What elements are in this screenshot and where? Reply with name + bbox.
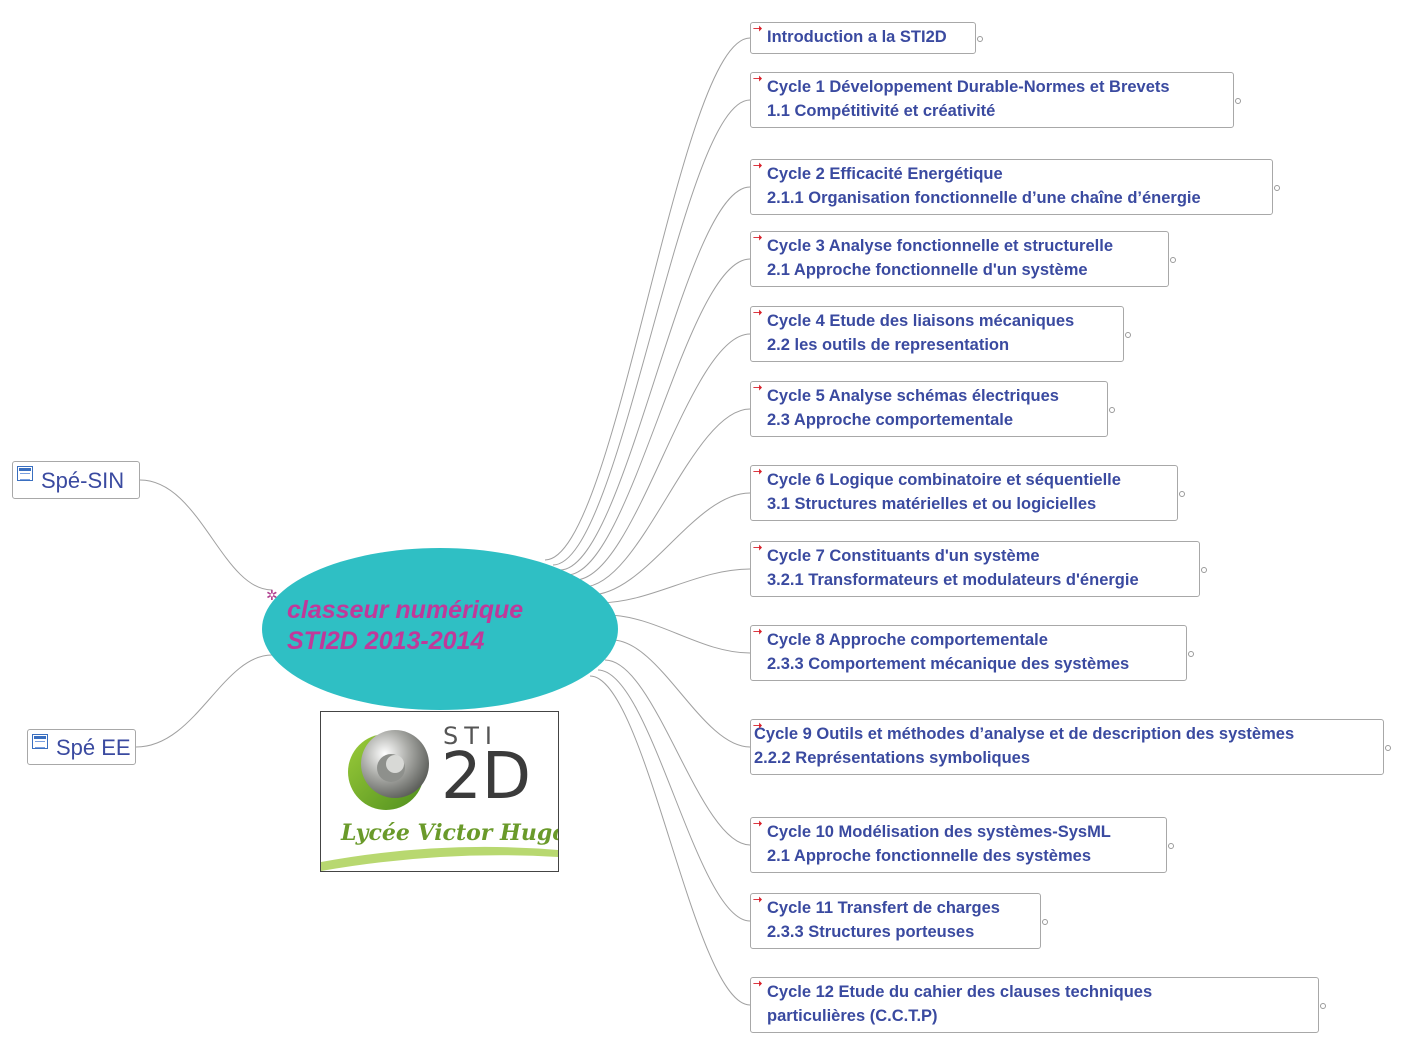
hyperlink-arrow-icon[interactable]: ➝	[753, 542, 763, 554]
topic-label: Spé-SIN	[41, 468, 125, 493]
topic-line: Cycle 2 Efficacité Energétique	[767, 165, 1003, 183]
connector-line	[597, 669, 751, 922]
connector-line	[566, 258, 751, 576]
central-title-line-2: STI2D 2013-2014	[287, 627, 485, 655]
document-icon	[32, 734, 48, 749]
topic-line: 2.2 les outils de representation	[767, 336, 1010, 354]
topic-line: Cycle 8 Approche comportementale	[767, 631, 1048, 649]
topic-line: Cycle 1 Développement Durable-Normes et …	[767, 78, 1170, 96]
topic-line: 2.3.3 Structures porteuses	[767, 923, 975, 941]
connector-line	[544, 37, 751, 561]
topic-node[interactable]: ➝ Cycle 6 Logique combinatoire et séquent…	[750, 465, 1185, 521]
topic-label: Spé EE	[56, 735, 131, 760]
topic-line: 2.1.1 Organisation fonctionnelle d’une c…	[767, 189, 1201, 207]
hyperlink-arrow-icon[interactable]: ➝	[753, 73, 763, 85]
expand-handle-icon[interactable]	[1109, 407, 1115, 413]
expand-handle-icon[interactable]	[1320, 1003, 1326, 1009]
topic-line: 2.1 Approche fonctionnelle des systèmes	[767, 847, 1091, 865]
expand-handle-icon[interactable]	[1385, 745, 1391, 751]
expand-handle-icon[interactable]	[1125, 332, 1131, 338]
logo-school-name: Lycée Victor Hugo	[341, 820, 559, 846]
topic-node[interactable]: ➝ Cycle 4 Etude des liaisons mécaniques 2.…	[750, 306, 1131, 362]
expand-handle-icon[interactable]	[1274, 185, 1280, 191]
topic-line: Cycle 3 Analyse fonctionnelle et structu…	[767, 237, 1114, 255]
logo-graphic	[321, 730, 558, 871]
sti2d-logo: STI 2D Lycée Victor Hugo	[320, 711, 559, 872]
topic-line: Cycle 6 Logique combinatoire et séquenti…	[767, 471, 1121, 489]
expand-handle-icon[interactable]	[1168, 843, 1174, 849]
topic-node[interactable]: ➝ Introduction a la STI2D	[750, 22, 983, 54]
hyperlink-arrow-icon[interactable]: ➝	[753, 894, 763, 906]
topic-node[interactable]: ➝ Cycle 1 Développement Durable-Normes et…	[750, 72, 1241, 128]
connector-line	[574, 333, 751, 581]
topic-node[interactable]: ➝ Cycle 8 Approche comportementale 2.3.3 C…	[750, 625, 1194, 681]
expand-handle-icon[interactable]	[1170, 257, 1176, 263]
topic-line: 3.1 Structures matérielles et ou logicie…	[767, 495, 1097, 513]
central-topic[interactable]	[262, 548, 618, 710]
hyperlink-arrow-icon[interactable]: ➝	[753, 232, 763, 244]
topic-line: Cycle 5 Analyse schémas électriques	[767, 387, 1059, 405]
connector-line	[552, 99, 751, 566]
hyperlink-arrow-icon[interactable]: ➝	[753, 626, 763, 638]
expand-handle-icon[interactable]	[1188, 651, 1194, 657]
topic-node[interactable]: ➝ Cycle 7 Constituants d'un système 3.2.1 …	[750, 541, 1207, 597]
hyperlink-arrow-icon[interactable]: ➝	[753, 307, 763, 319]
topic-node[interactable]: ➝Cycle 9 Outils et méthodes d’analyse et…	[750, 719, 1391, 775]
hyperlink-arrow-icon[interactable]: ➝	[753, 720, 763, 732]
expand-handle-icon[interactable]	[1179, 491, 1185, 497]
logo-sti-text: STI	[443, 722, 498, 750]
topic-node[interactable]: ➝ Cycle 3 Analyse fonctionnelle et struct…	[750, 231, 1176, 287]
expand-handle-icon[interactable]	[1042, 919, 1048, 925]
connector-line	[604, 659, 751, 846]
topic-line: Cycle 9 Outils et méthodes d’analyse et …	[754, 725, 1295, 743]
topic-line: Cycle 10 Modélisation des systèmes-SysML	[767, 823, 1111, 841]
connector-line	[605, 614, 751, 654]
topic-line: Introduction a la STI2D	[767, 28, 947, 46]
hyperlink-arrow-icon[interactable]: ➝	[753, 818, 763, 830]
topic-line: Cycle 11 Transfert de charges	[767, 899, 1000, 917]
topic-node[interactable]: ➝ Cycle 12 Etude du cahier des clauses te…	[750, 977, 1326, 1033]
topic-line: Cycle 7 Constituants d'un système	[767, 547, 1040, 565]
connector-line	[589, 492, 751, 596]
topic-node[interactable]: ➝ Cycle 2 Efficacité Energétique 2.1.1 Org…	[750, 159, 1280, 215]
topic-node[interactable]: ➝ Cycle 5 Analyse schémas électriques 2.3 …	[750, 381, 1115, 437]
topic-spe-sin[interactable]: Spé-SIN	[12, 461, 140, 499]
topic-line: Cycle 4 Etude des liaisons mécaniques	[767, 312, 1075, 330]
connector-line	[589, 675, 751, 1006]
topic-node[interactable]: ➝ Cycle 10 Modélisation des systèmes-SysM…	[750, 817, 1174, 873]
connector-line	[139, 479, 273, 591]
collapse-icon[interactable]: ✲	[266, 587, 278, 603]
connector-line	[135, 654, 273, 748]
hyperlink-arrow-icon[interactable]: ➝	[753, 978, 763, 990]
topic-line: 3.2.1 Transformateurs et modulateurs d'é…	[767, 571, 1139, 589]
topic-line: particulières (C.C.T.P)	[767, 1007, 938, 1025]
expand-handle-icon[interactable]	[1235, 98, 1241, 104]
central-title-line-1: classeur numérique	[287, 596, 524, 624]
connector-line	[582, 408, 751, 588]
topic-line: 1.1 Compétitivité et créativité	[767, 102, 996, 120]
hyperlink-arrow-icon[interactable]: ➝	[753, 466, 763, 478]
topic-line: 2.2.2 Représentations symboliques	[754, 749, 1031, 767]
topic-line: Cycle 12 Etude du cahier des clauses tec…	[767, 983, 1153, 1001]
topic-line: 2.3 Approche comportementale	[767, 411, 1014, 429]
hyperlink-arrow-icon[interactable]: ➝	[753, 160, 763, 172]
connector-line	[597, 568, 751, 604]
topic-node[interactable]: ➝ Cycle 11 Transfert de charges 2.3.3 Stru…	[750, 893, 1048, 949]
topic-spe-ee[interactable]: Spé EE	[27, 729, 136, 765]
expand-handle-icon[interactable]	[1201, 567, 1207, 573]
central-topic-title: classeur numérique STI2D 2013-2014	[287, 595, 523, 657]
expand-handle-icon[interactable]	[977, 36, 983, 42]
hyperlink-arrow-icon[interactable]: ➝	[753, 382, 763, 394]
topic-line: 2.1 Approche fonctionnelle d'un système	[767, 261, 1088, 279]
connector-line	[559, 186, 751, 571]
logo-2d-text: 2D	[441, 740, 531, 814]
document-icon	[17, 466, 33, 481]
connector-line	[611, 639, 751, 748]
hyperlink-arrow-icon[interactable]: ➝	[753, 23, 763, 35]
topic-line: 2.3.3 Comportement mécanique des système…	[767, 655, 1130, 673]
